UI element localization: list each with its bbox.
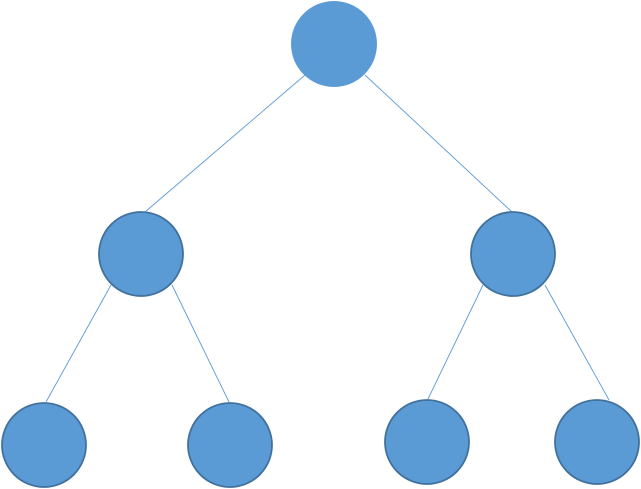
tree-node-left-right bbox=[187, 402, 273, 488]
tree-edges bbox=[45, 74, 610, 403]
edge-left-to-left-left bbox=[45, 284, 112, 403]
tree-node-left-left bbox=[1, 402, 87, 488]
edge-left-to-left-right bbox=[171, 284, 230, 403]
tree-node-right-left bbox=[384, 399, 470, 485]
edge-root-to-left bbox=[144, 74, 306, 213]
tree-node-right-right bbox=[554, 399, 640, 485]
tree-node-right bbox=[470, 211, 556, 297]
edge-right-to-right-left bbox=[427, 284, 484, 400]
tree-node-left bbox=[98, 211, 184, 297]
edge-right-to-right-right bbox=[544, 284, 610, 401]
tree-node-root bbox=[291, 1, 377, 87]
edge-root-to-right bbox=[364, 74, 513, 213]
